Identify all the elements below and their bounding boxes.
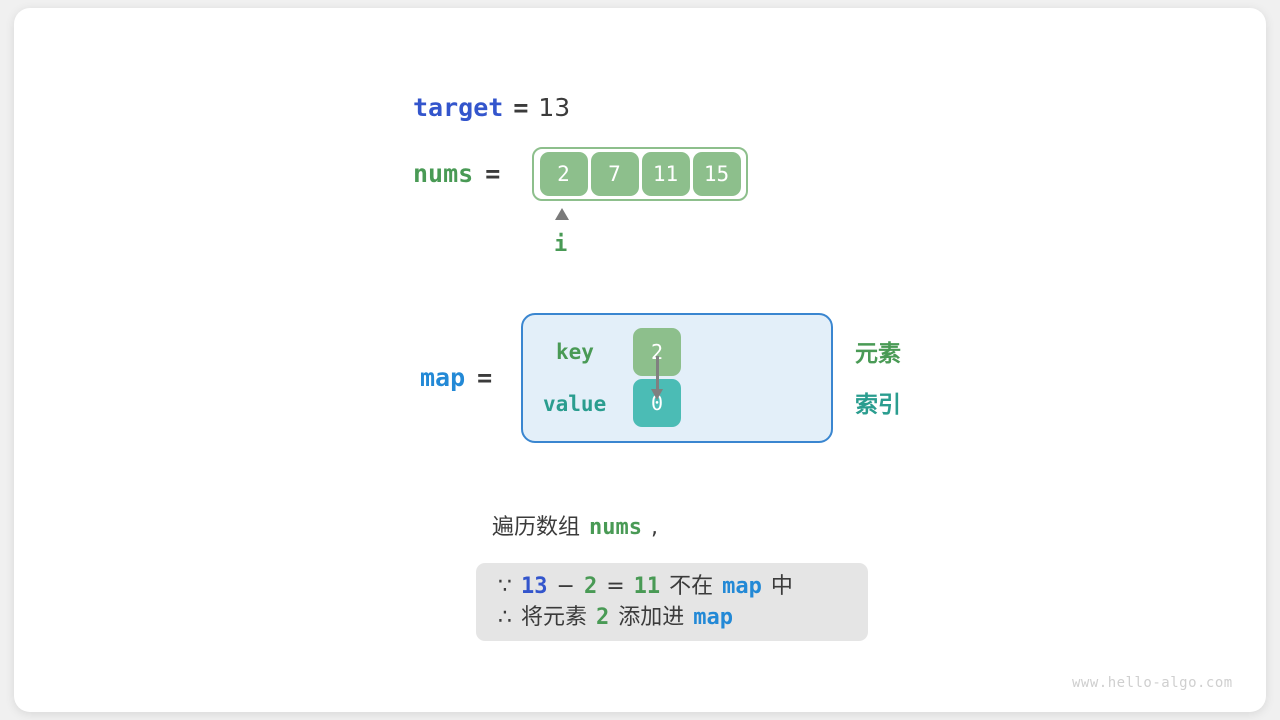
map-equals: =: [477, 363, 493, 392]
note-num: 2: [596, 605, 610, 630]
map-row-label: map =: [420, 362, 492, 394]
key-label: key: [556, 340, 594, 364]
note-text-into: 添加进: [618, 605, 685, 630]
pointer-label-i: i: [554, 232, 568, 257]
arrow-down-icon: [656, 356, 659, 392]
legend-element: 元素: [855, 341, 901, 367]
therefore-symbol: ∴: [498, 605, 512, 630]
target-row: target = 13: [413, 92, 570, 124]
minus-symbol: −: [556, 574, 575, 599]
array-cell[interactable]: 2: [539, 152, 588, 196]
nums-equals: =: [485, 159, 501, 188]
equals-symbol: =: [606, 574, 625, 599]
note-box: ∵ 13−2 = 11 不在 map 中 ∴ 将元素 2 添加进 map: [476, 563, 868, 641]
caret-up-icon: [555, 208, 569, 220]
target-label: target: [413, 93, 504, 122]
arrow-down-head-icon: [651, 389, 663, 400]
caption-prefix: 遍历数组: [492, 515, 581, 540]
value-label: value: [543, 392, 607, 416]
caption-code: nums: [589, 515, 642, 540]
because-symbol: ∵: [498, 574, 512, 599]
note-map-1: map: [722, 574, 762, 599]
note-line-1: ∵ 13−2 = 11 不在 map 中: [498, 571, 846, 602]
note-text-add: 将元素: [521, 605, 588, 630]
note-text-notin: 不在: [669, 574, 714, 599]
array-cell[interactable]: 11: [641, 152, 690, 196]
note-map-2: map: [693, 605, 734, 630]
note-text-tail: 中: [770, 574, 793, 599]
nums-label: nums: [413, 159, 474, 188]
watermark: www.hello-algo.com: [1072, 675, 1233, 691]
nums-array: 2 7 11 15: [532, 147, 748, 201]
target-equals: =: [513, 93, 529, 122]
target-value: 13: [538, 93, 571, 122]
legend-index: 索引: [855, 392, 901, 418]
map-label: map: [420, 363, 466, 392]
caption-suffix: ,: [651, 515, 658, 540]
array-cell[interactable]: 7: [590, 152, 639, 196]
note-value-c: 11: [633, 574, 661, 599]
note-value-target: 13: [521, 574, 548, 599]
note-value-b: 2: [583, 574, 598, 599]
nums-row-label: nums =: [413, 158, 500, 190]
array-cell[interactable]: 15: [692, 152, 741, 196]
caption-text: 遍历数组 nums,: [492, 513, 658, 543]
note-line-2: ∴ 将元素 2 添加进 map: [498, 602, 846, 633]
